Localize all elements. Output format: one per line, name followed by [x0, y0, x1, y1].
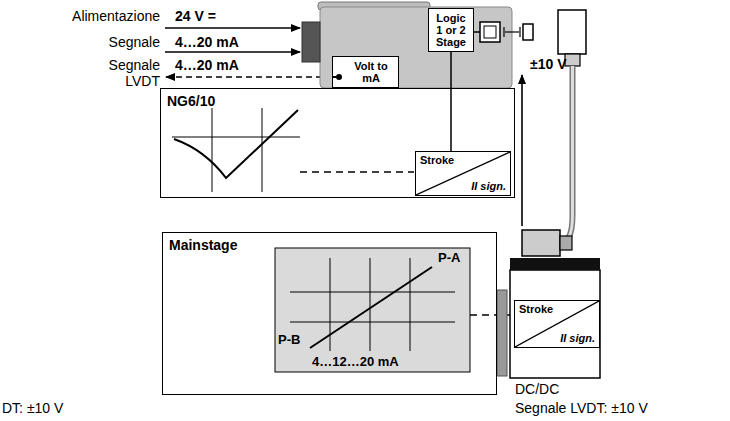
diagonal-line	[416, 152, 510, 195]
graph-axis	[212, 108, 213, 192]
graph-grid	[370, 258, 371, 351]
box-heading: Stroke	[519, 303, 595, 316]
graph-curve	[310, 267, 432, 348]
graph-axis	[172, 137, 300, 138]
box-subtext: II sign.	[420, 180, 506, 193]
lvdt-connector	[558, 10, 586, 54]
output-arrow	[166, 76, 332, 78]
signal-label: ±10 V	[530, 56, 566, 72]
box-label: Logic 1 or 2 Stage	[433, 12, 469, 48]
signal-line	[450, 52, 452, 151]
box-subtext: II sign.	[519, 332, 595, 345]
signal-label: 4…20 mA	[175, 57, 239, 73]
valve-box: NG6/10Stroke II sign.	[160, 88, 515, 198]
box-heading: Stroke	[420, 154, 506, 167]
signal-label: 24 V =	[175, 8, 216, 24]
stroke-box: Stroke II sign.	[514, 300, 600, 348]
cable	[560, 66, 573, 243]
signal-label: P-B	[278, 332, 300, 348]
gap-arrow	[503, 27, 504, 37]
lvdt-top	[510, 258, 600, 270]
mount-plate	[497, 290, 507, 376]
cable-gland	[560, 236, 572, 250]
logic-box: Logic 1 or 2 Stage	[428, 8, 474, 52]
leader-dashed	[300, 171, 414, 173]
cable	[560, 66, 573, 243]
diagonal-line	[515, 301, 599, 347]
graph-grid	[410, 258, 411, 351]
cable-gland	[565, 54, 580, 66]
signal-label: Segnale LVDT: ±10 V	[515, 400, 648, 416]
signal-label: 4…12…20 mA	[312, 354, 399, 370]
plug	[480, 22, 500, 42]
converter-box: Volt to mA	[332, 56, 399, 88]
lvdt-connector	[522, 230, 560, 256]
graph-grid	[330, 258, 331, 351]
box-label: Volt to mA	[349, 60, 393, 84]
input-arrow	[165, 27, 300, 29]
gap-arrow	[519, 27, 520, 37]
signal-label: Segnale	[60, 34, 160, 50]
box-title: NG6/10	[167, 93, 215, 110]
signal-label: DT: ±10 V	[2, 400, 63, 416]
plug-connector	[302, 22, 320, 62]
graph-grid	[290, 322, 455, 323]
stroke-box: Stroke II sign.	[415, 151, 511, 196]
signal-label: Alimentazione	[60, 8, 160, 24]
lvdt-body	[510, 270, 600, 378]
graph-curve	[174, 110, 298, 178]
signal-label: P-A	[438, 250, 460, 266]
graph-axis	[262, 108, 263, 192]
housing	[320, 7, 512, 88]
signal-label: DC/DC	[515, 381, 559, 397]
graph-grid	[290, 292, 455, 293]
gap-arrow	[505, 31, 519, 32]
signal-dot	[336, 74, 342, 80]
plug	[484, 26, 496, 38]
graph-panel	[275, 248, 470, 372]
socket	[523, 24, 533, 40]
signal-label: Segnale LVDT	[92, 57, 160, 89]
signal-arrow	[521, 75, 523, 226]
signal-label: 4…20 mA	[175, 34, 239, 50]
input-arrow	[165, 51, 300, 53]
box-title: Mainstage	[169, 237, 237, 254]
